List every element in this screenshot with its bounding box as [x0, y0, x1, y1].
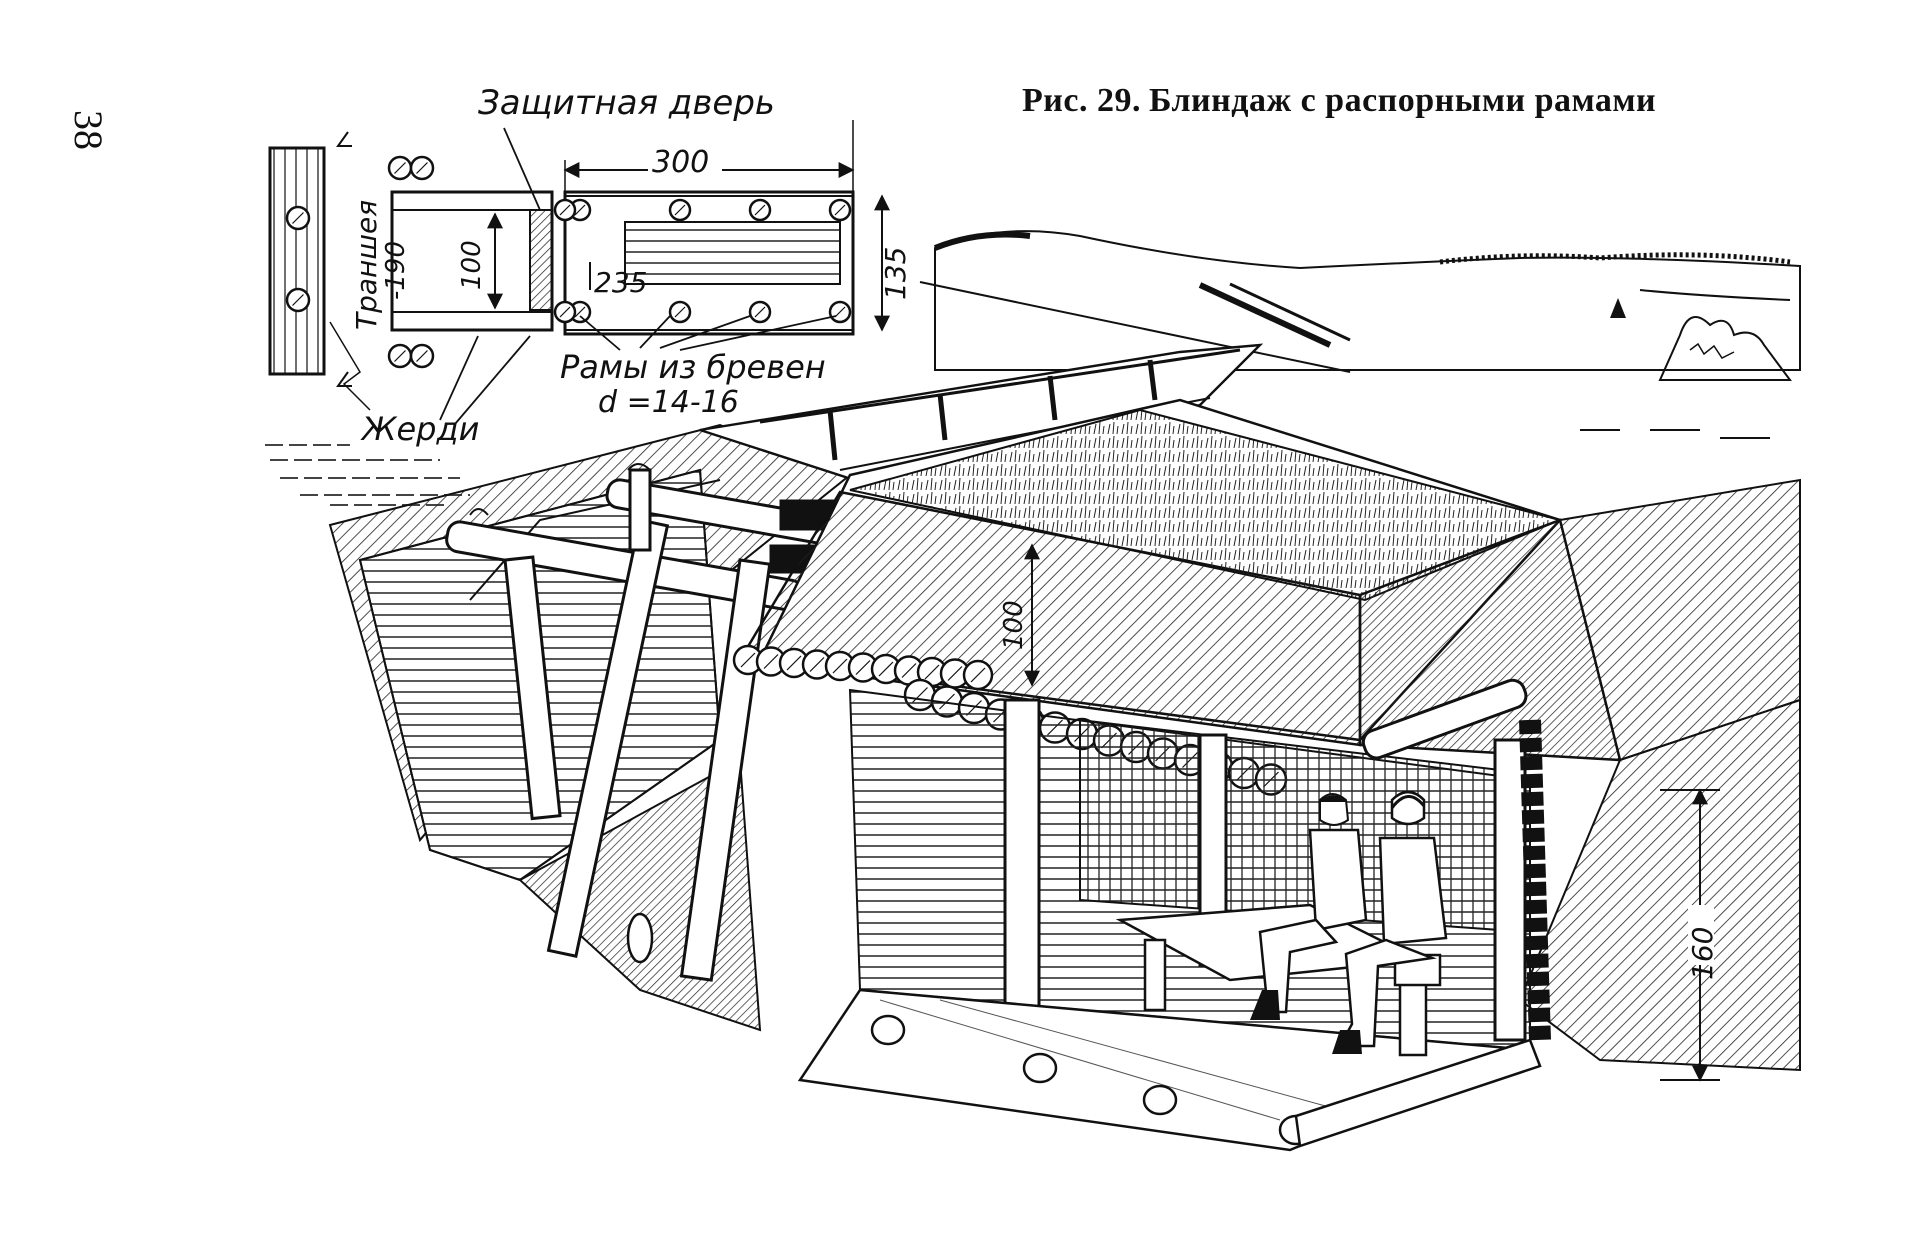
plan-frame-log-grain [559, 204, 571, 216]
roof-log-front-grain [855, 660, 871, 675]
plan-frame-log-grain [754, 204, 766, 216]
plan-trench-log-grain [416, 350, 428, 362]
roof-log-front-grain [832, 658, 848, 674]
figure-number: Рис. 29. [1022, 82, 1141, 119]
landscape [933, 230, 1801, 439]
plan-width-label: 100 [457, 240, 487, 290]
trench-depth-label: -190 [381, 241, 411, 300]
ground-surface [265, 281, 1351, 506]
floor-logs [626, 912, 1542, 1148]
soldier-right [1332, 790, 1448, 1054]
poles-label: Жерди [360, 410, 479, 448]
plan-trench-log-grain [416, 162, 428, 174]
protective-door-label: Защитная дверь [478, 83, 775, 123]
roof-log-front-grain [924, 664, 940, 680]
plan-frame-log-grain [559, 306, 571, 318]
plan-frame-log-grain [674, 204, 686, 216]
soldiers [1250, 790, 1448, 1054]
frames-diameter-label: d =14-16 [598, 385, 739, 420]
height-dimension: 160 [1660, 788, 1720, 1082]
plan-inset: 300 100 135 235 Защитная дверь Траншея -… [268, 83, 912, 448]
plan-frame-log-grain [754, 306, 766, 318]
plan-frame-log-grain [834, 204, 846, 216]
figure-caption: Рис. 29.Блиндаж с распорными рамами [1022, 82, 1656, 120]
plan-frame-log-grain [834, 306, 846, 318]
roof-log-front-grain [763, 654, 779, 669]
plan-frame-log-grain [574, 204, 586, 216]
plan-trench-log-grain [394, 162, 406, 174]
cover-dimension: 100 [999, 543, 1040, 687]
roof-log-front-grain [947, 666, 963, 681]
right-frame [1361, 678, 1551, 1041]
plan-frame-log-grain [674, 306, 686, 318]
cover-thickness-label: 100 [999, 600, 1029, 650]
plan-inner-length-label: 235 [594, 266, 647, 299]
height-label: 160 [1686, 927, 1719, 980]
roof-log-front-grain [878, 661, 894, 677]
earth-cover [737, 398, 1801, 1072]
trees [1610, 298, 1792, 381]
plan-trench-log-grain [292, 294, 304, 306]
roof-log-front-grain [786, 655, 802, 671]
plan-length-label: 300 [652, 145, 709, 180]
roof-log-front-grain [740, 652, 756, 668]
plan-trench-log-grain [292, 212, 304, 224]
figure-title: Блиндаж с распорными рамами [1148, 82, 1657, 119]
frames-label: Рамы из бревен [560, 348, 826, 386]
trench-label: Траншея [350, 200, 383, 330]
soldier-left [1250, 793, 1368, 1020]
plan-trench-log-grain [394, 350, 406, 362]
plan-outer-width-label: 135 [879, 247, 912, 300]
roof-log-front-grain [809, 657, 825, 672]
plan-frame-log-grain [574, 306, 586, 318]
roof-log-front-grain [970, 667, 986, 683]
roof-log-front-grain [901, 663, 917, 678]
